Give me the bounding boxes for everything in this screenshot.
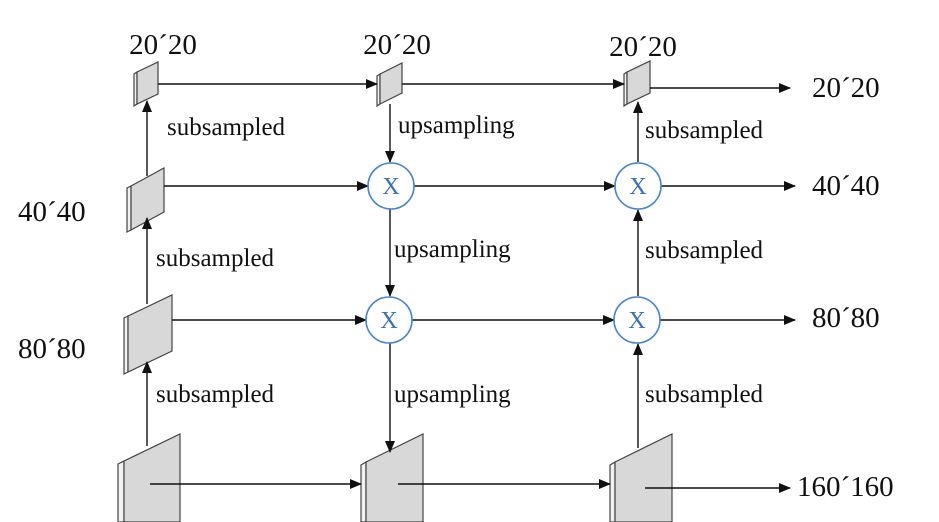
op-c3-subsampled-top: subsampled [645,117,764,144]
feature-map-c1-20 [133,61,159,108]
op-c1-subsampled-mid: subsampled [156,245,275,272]
fusion-node-c2-80: X [365,296,413,344]
label-out-40: 40´40 [812,170,880,202]
svg-text:X: X [629,174,646,200]
label-top-c3: 20´20 [609,31,677,63]
feature-map-c1-80 [123,294,173,375]
fusion-node-c2-40: X [367,162,415,210]
label-top-c1: 20´20 [129,29,197,61]
op-c3-subsampled-mid: subsampled [645,237,764,264]
label-out-160: 160´160 [797,471,894,503]
label-left-40: 40´40 [18,196,86,228]
fusion-node-c3-80: X [613,296,661,344]
fusion-node-c3-40: X [614,162,662,210]
svg-text:X: X [628,308,645,334]
feature-map-c3-20 [623,60,651,108]
op-c2-upsampling-bot: upsampling [394,381,511,408]
feature-map-c3-160 [609,433,673,522]
feature-map-c1-160 [117,433,181,522]
op-c2-upsampling-top: upsampling [398,112,515,139]
feature-map-c2-20 [376,62,403,108]
label-out-20: 20´20 [812,72,880,104]
feature-map-c2-160 [360,433,424,522]
label-top-c2: 20´20 [363,29,431,61]
label-out-80: 80´80 [812,302,880,334]
op-c1-subsampled-bot: subsampled [156,381,275,408]
feature-map-c1-40 [126,166,165,233]
svg-text:X: X [380,308,397,334]
op-c3-subsampled-bot: subsampled [645,381,764,408]
op-c1-subsampled-top: subsampled [167,114,286,141]
op-c2-upsampling-mid: upsampling [394,236,511,263]
svg-text:X: X [382,174,399,200]
label-left-80: 80´80 [18,333,86,365]
